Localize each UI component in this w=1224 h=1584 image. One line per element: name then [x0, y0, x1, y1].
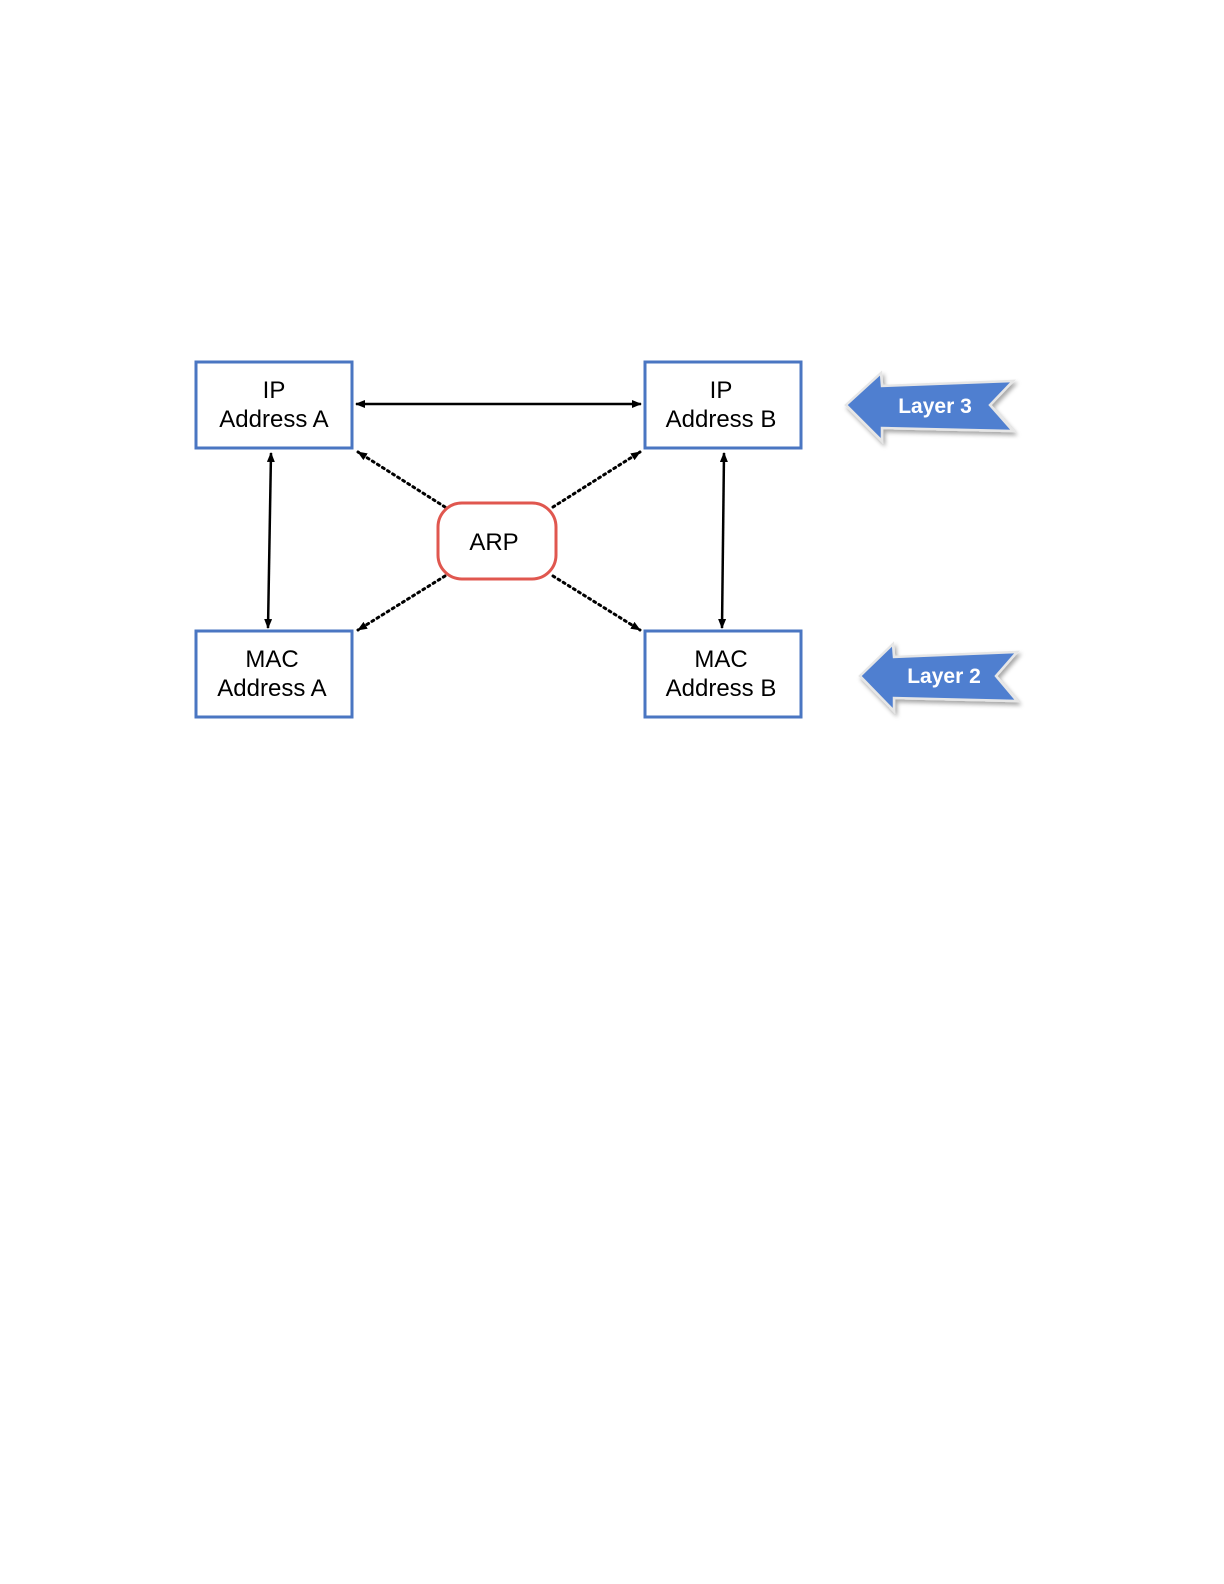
node-ip-address-b-line1: IP	[710, 377, 733, 404]
node-ip-address-a: IP Address A	[196, 362, 352, 448]
layer-3-arrow: Layer 3	[846, 373, 1013, 441]
dotted-link-arp-ip-b	[553, 452, 640, 507]
dotted-link-arp-mac-a	[358, 576, 445, 630]
node-mac-address-b-line1: MAC	[694, 646, 747, 673]
layer-2-label: Layer 2	[907, 665, 981, 688]
layer-3-label: Layer 3	[898, 395, 972, 418]
node-ip-address-b-line2: Address B	[666, 406, 777, 433]
node-mac-address-b-line2: Address B	[666, 675, 777, 702]
node-mac-address-a: MAC Address A	[196, 631, 352, 717]
node-mac-address-a-line1: MAC	[245, 646, 298, 673]
node-ip-address-b: IP Address B	[645, 362, 801, 448]
node-ip-address-a-line1: IP	[263, 377, 286, 404]
link-ip-a-mac-a	[268, 453, 271, 628]
dotted-link-arp-mac-b	[553, 576, 640, 630]
node-mac-address-b: MAC Address B	[645, 631, 801, 717]
node-mac-address-a-line2: Address A	[217, 675, 326, 702]
dotted-link-arp-ip-a	[358, 452, 445, 507]
node-arp: ARP	[438, 503, 556, 579]
node-arp-label: ARP	[469, 529, 518, 556]
node-ip-address-a-line2: Address A	[219, 406, 328, 433]
link-ip-b-mac-b	[722, 453, 724, 628]
layer-2-arrow: Layer 2	[860, 644, 1017, 711]
